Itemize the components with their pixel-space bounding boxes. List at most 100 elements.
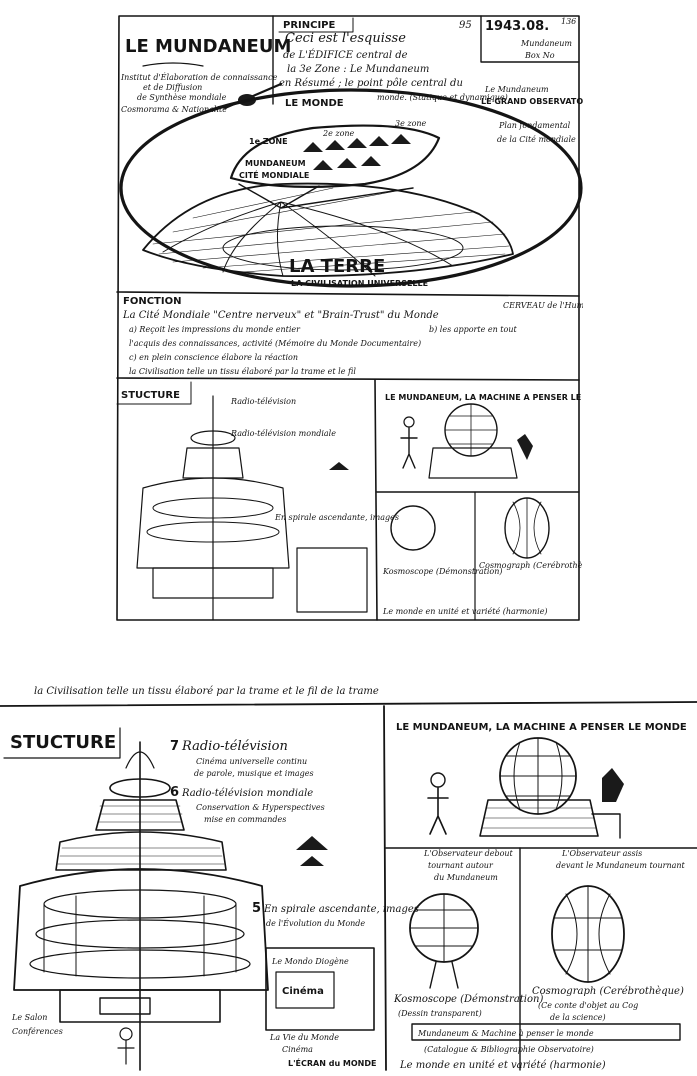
tower-top: [95, 799, 185, 831]
bottom-manuscript-page: la Civilisation telle un tissu élaboré p…: [0, 672, 697, 1072]
panel-divider: [374, 379, 378, 621]
globe-small-3-grid: [512, 497, 542, 559]
obs-left-c: du Mundaneum: [434, 873, 498, 882]
main-dome: [13, 868, 269, 991]
obs-left-a: L'Observateur debout: [423, 849, 514, 858]
note-5-small: En spirale ascendante, images: [274, 513, 399, 522]
right-note-b: LE GRAND OBSERVATOIRE: [481, 97, 583, 106]
tower-cap-small: [190, 430, 236, 446]
box-label-a: Mundaneum: [520, 39, 572, 48]
date-box: [480, 15, 580, 63]
observer-standing-small: [400, 427, 418, 469]
observer-standing-head-small: [403, 416, 415, 428]
vessel-pattern: [303, 134, 411, 170]
cosmograph-label: Cosmograph (Cerébrothèque): [532, 986, 684, 997]
base-box: [59, 989, 221, 1023]
structure-heading: STUCTURE: [10, 732, 116, 753]
dome-ring-2: [35, 919, 245, 949]
fonction-line-c: b) les apporte en tout: [429, 325, 517, 334]
earth-meridians: [162, 201, 454, 277]
structure-heading-small: STUCTURE: [121, 390, 180, 401]
cosmograph-small: Cosmograph (Cerébrothèque): [479, 561, 583, 570]
kosmoscope-label-b: (Dessin transparent): [398, 1009, 482, 1018]
catalog-label: (Catalogue & Bibliographie Observatoire): [424, 1045, 594, 1054]
principe-line-a: Ceci est l'esquisse: [285, 31, 406, 46]
ecran-label: La Vie du Monde: [269, 1033, 339, 1042]
mundaneum-small-label: MUNDANEUM: [245, 159, 306, 168]
top-subtitle-c: de Synthèse mondiale: [137, 93, 227, 102]
note-5-number: 5: [252, 901, 261, 916]
obs-left-b: tournant autour: [428, 861, 494, 870]
pyramid-small: [329, 462, 349, 470]
kosmoscope-label: Kosmoscope (Démonstration): [393, 994, 543, 1005]
note-5b: de l'Évolution du Monde: [266, 919, 365, 928]
structure-heading-box-small: [116, 381, 192, 405]
obs-right-a: L'Observateur assis: [561, 849, 642, 858]
top-subtitle-b: et de Diffusion: [143, 83, 202, 92]
note-6b: Conservation & Hyperspectives: [196, 803, 325, 812]
cite-mondiale-label: CITÉ MONDIALE: [239, 169, 309, 180]
bottom-sketch-canvas: la Civilisation telle un tissu élaboré p…: [0, 686, 697, 1071]
fonction-line-b: a) Reçoit les impressions du monde entie…: [129, 325, 301, 334]
dome-ring-3: [29, 949, 251, 979]
right-note-d: de la Cité mondiale: [497, 135, 576, 144]
base-figure-body: [117, 1039, 135, 1065]
le-monde-label: LE MONDE: [285, 98, 344, 109]
cinema-box-small: [296, 547, 368, 613]
cosmograph-label-b: (Ce conte d'objet au Cog: [538, 1001, 638, 1010]
note-6-small: Radio-télévision mondiale: [230, 429, 336, 438]
mundaneum-vessel: [229, 124, 441, 188]
observer-standing-head: [430, 772, 446, 788]
globe-small-1-stand: [428, 447, 518, 479]
kosmoscope-grid: [409, 893, 479, 963]
mondo-box-label: Le Mondo Diogène: [271, 957, 349, 966]
obs-right-b: devant le Mundaneum tournant: [556, 861, 686, 870]
fonction-heading: FONCTION: [123, 296, 181, 307]
bottom-panel-divider: [383, 705, 387, 1071]
left-note-b: Conférences: [12, 1027, 63, 1036]
mundaneum-box-label: Mundaneum & Machine à penser le monde: [417, 1029, 594, 1038]
la-terre-label: LA TERRE: [289, 256, 385, 277]
observer-seat: [591, 813, 621, 839]
kosmoscope-small: Kosmoscope (Démonstration): [382, 567, 503, 576]
cerveau-label: CERVEAU de l'Humanité: [503, 301, 583, 310]
fonction-line-f: la Civilisation telle un tissu élaboré p…: [129, 367, 356, 376]
earth-dome: [142, 182, 514, 278]
cinema-box-label: Cinéma: [282, 985, 324, 997]
observer-seated-small: [517, 434, 533, 460]
cinema-box: [275, 971, 335, 1009]
tower-top-small: [182, 447, 244, 479]
cosmograph-label-c: de la science): [550, 1013, 606, 1022]
earth-hatching: [152, 187, 510, 273]
globe-main-grid: [499, 737, 577, 815]
fonction-rule: [116, 291, 580, 297]
zone-3-label: 3e zone: [395, 119, 427, 128]
note-7-small: Radio-télévision: [230, 397, 296, 406]
ecran-label-b: Cinéma: [282, 1045, 313, 1054]
civilisation-label: LA CIVILISATION UNIVERSELLE: [291, 279, 428, 288]
right-note-c: Plan fondamental: [498, 121, 571, 130]
observer-seated: [602, 768, 624, 802]
world-ellipse: [119, 88, 583, 288]
tower-top-hatching: [97, 805, 183, 823]
fonction-line-e: c) en plein conscience élabore la réacti…: [129, 353, 298, 362]
principe-label: PRINCIPE: [283, 20, 336, 31]
top-page-border: [116, 15, 580, 621]
mundaneum-box: [411, 1023, 681, 1041]
dome-body-small: [136, 477, 290, 569]
fonction-line-a: La Cité Mondiale "Centre nerveux" et "Br…: [122, 310, 439, 321]
sketch-ref: 136: [561, 17, 576, 26]
note-6: Radio-télévision mondiale: [181, 788, 313, 799]
zone-1-label: 1e ZONE: [249, 137, 288, 146]
machine-heading-small: LE MUNDANEUM, LA MACHINE A PENSER LE MON…: [385, 393, 583, 402]
principe-line-c: la 3e Zone : Le Mundaneum: [287, 64, 429, 75]
ecran-box: [265, 947, 375, 1031]
bottom-note-small: Le monde en unité et variété (harmonie): [382, 607, 548, 616]
top-subtitle-a: Institut d'Élaboration de connaissance: [120, 73, 278, 82]
page-number: 95: [459, 20, 472, 31]
principe-line-b: de L'ÉDIFICE central de: [283, 49, 408, 61]
cosmograph-grid: [553, 885, 623, 983]
note-7b: Cinéma universelle continu: [196, 757, 307, 766]
left-note-a: Le Salon: [11, 1013, 47, 1022]
globe-main-stand-hatching: [481, 807, 597, 829]
